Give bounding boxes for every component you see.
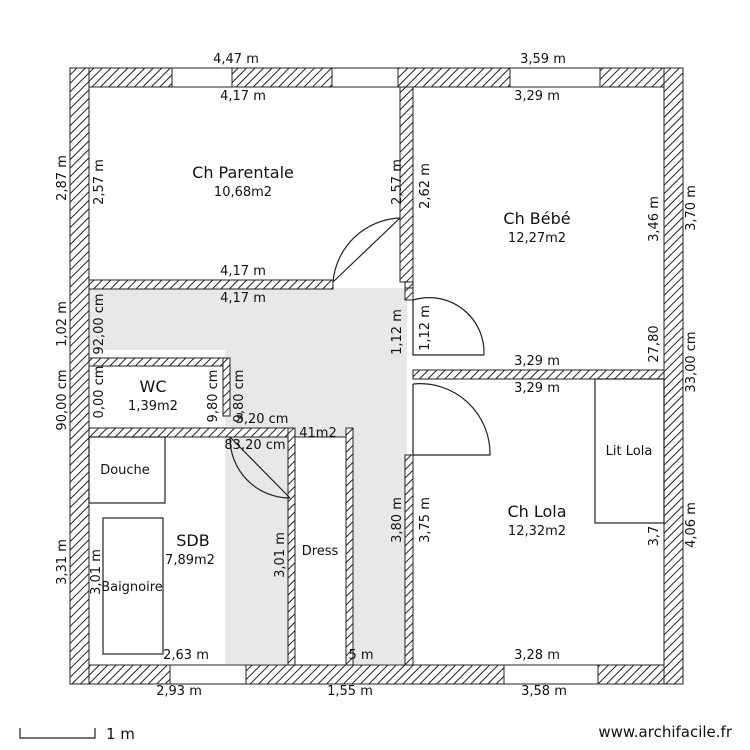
room-lola-area: 12,32m2: [508, 524, 566, 539]
dim-bebe-right-b: 27,80: [647, 325, 662, 362]
room-wc-name: WC: [140, 377, 167, 396]
furniture-douche: Douche: [100, 463, 150, 478]
dim-left-inner-sdb: 3,01 m: [89, 549, 104, 595]
furniture-baignoire: Baignoire: [101, 580, 163, 595]
dim-sdb-right: 3,01 m: [273, 532, 288, 578]
dim-bottom-mid-outer: 1,55 m: [327, 684, 373, 699]
room-bebe-name: Ch Bébé: [503, 209, 570, 228]
furniture-dress: Dress: [302, 544, 339, 559]
dim-door-1-12-a: 1,12 m: [390, 309, 405, 355]
dim-left-outer-wc: 90,00 cm: [55, 369, 70, 430]
room-parentale-area: 10,68m2: [214, 185, 272, 200]
dim-wc-bottom-b: 83,20 cm: [224, 438, 285, 453]
dim-left-outer-mid: 1,02 m: [55, 301, 70, 347]
room-sdb-area: 7,89m2: [165, 553, 215, 568]
dim-left-inner-parentale: 2,57 m: [92, 159, 107, 205]
interior-walls: [88, 86, 665, 666]
dim-left-inner-wc: 0,00 cm: [92, 366, 107, 419]
room-lola-name: Ch Lola: [507, 502, 566, 521]
dim-left-outer-bottom: 3,31 m: [55, 539, 70, 585]
dim-bottom-left-outer: 2,93 m: [156, 684, 202, 699]
dim-dress-bottom: 5 m: [348, 648, 373, 663]
site-credit: www.archifacile.fr: [598, 723, 732, 741]
room-bebe-area: 12,27m2: [508, 231, 566, 246]
furniture-lit-lola: Lit Lola: [606, 444, 653, 459]
dim-wc-right-b: 9,80 cm: [232, 370, 247, 423]
dim-lola-right: 3,7: [647, 526, 662, 547]
dress-area: [294, 436, 347, 666]
dim-wc-bottom-a: 3,20 cm: [236, 412, 289, 427]
shower-tray: [88, 436, 166, 504]
dim-parentale-bottom: 4,17 m: [220, 264, 266, 279]
dim-right-outer-top: 3,70 m: [684, 185, 699, 231]
room-wc-area: 1,39m2: [128, 399, 178, 414]
room-parentale-name: Ch Parentale: [192, 163, 294, 182]
dim-door-1-12-b: 1,12 m: [418, 305, 433, 351]
dim-wc-right-a: 9,80 cm: [206, 370, 221, 423]
dim-parentale-right: 2,57 m: [390, 159, 405, 205]
dim-top-left-outer: 4,47 m: [213, 52, 259, 67]
room-sdb-name: SDB: [176, 531, 209, 550]
dim-bebe-top: 3,29 m: [514, 89, 560, 104]
dim-lola-top: 3,29 m: [514, 381, 560, 396]
doors: [229, 217, 491, 499]
dim-lola-left: 3,75 m: [418, 497, 433, 543]
furniture: [88, 378, 665, 655]
dim-sdb-bottom: 2,63 m: [163, 648, 209, 663]
dim-parentale-top: 4,17 m: [220, 89, 266, 104]
dim-bottom-right-outer: 3,58 m: [521, 684, 567, 699]
dim-bebe-left: 2,62 m: [418, 163, 433, 209]
dim-right-outer-mid: 33,00 cm: [684, 331, 699, 392]
dim-lola-bottom: 3,28 m: [514, 648, 560, 663]
windows: [169, 67, 601, 685]
dim-bebe-bottom: 3,29 m: [514, 354, 560, 369]
dim-top-right-outer: 3,59 m: [520, 52, 566, 67]
scale-bar-label: 1 m: [106, 725, 135, 743]
dim-right-outer-bottom: 4,06 m: [684, 502, 699, 548]
room-sdb-overlap: 41m2: [299, 426, 336, 441]
dim-bebe-right: 3,46 m: [647, 196, 662, 242]
dim-left-outer-top: 2,87 m: [55, 155, 70, 201]
bed-lola: [594, 378, 665, 524]
dim-left-inner-corridor: 92,00 cm: [92, 293, 107, 354]
dim-corridor-top: 4,17 m: [220, 291, 266, 306]
scale-bar: [19, 728, 96, 739]
bathtub: [102, 517, 164, 655]
dim-corridor-right: 3,80 m: [390, 497, 405, 543]
